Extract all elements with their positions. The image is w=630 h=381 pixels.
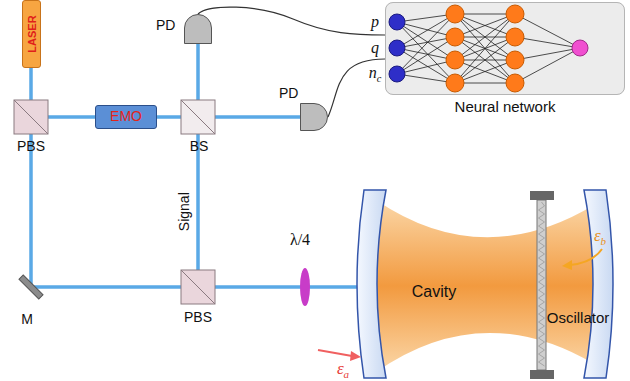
input-neurons (389, 14, 405, 82)
detector-outline (301, 104, 328, 131)
component-label: PBS (184, 310, 212, 325)
component-label: M (21, 312, 33, 327)
network-weights (397, 14, 580, 83)
detector-outline (185, 15, 212, 44)
drive-label: εb (594, 227, 606, 248)
mirror (19, 275, 43, 299)
component-label: λ/4 (290, 231, 310, 249)
bs-cube (181, 100, 215, 134)
component-label: PBS (17, 139, 45, 154)
component-label: BS (190, 139, 209, 154)
node-label: LASER (25, 15, 37, 52)
detector-dome (184, 14, 212, 44)
emo-modulator: EMO (95, 105, 157, 129)
drive-arrow (318, 350, 352, 356)
drive-arrow (570, 249, 602, 265)
region-label: Cavity (412, 283, 456, 301)
output-neuron (572, 40, 588, 56)
membrane-oscillator (537, 200, 546, 370)
membrane-texture (539, 202, 545, 366)
photodetector: PD (300, 103, 328, 131)
neural-network-box: Neural network (385, 2, 625, 95)
component-label: Oscillator (547, 310, 610, 327)
signal-wire (198, 7, 385, 35)
cavity-mirror (584, 190, 613, 378)
membrane-clamp (530, 191, 554, 200)
laser-source: LASER (22, 0, 41, 68)
subscript: b (601, 235, 607, 247)
quarter-wave-plate (300, 268, 310, 306)
input-label: nc (369, 64, 382, 85)
detector-label: PD (156, 18, 175, 33)
cavity-mirror (357, 190, 386, 378)
node-label: Neural network (455, 99, 556, 116)
input-label: q (371, 39, 379, 57)
subscript: a (344, 368, 350, 380)
network-panel (385, 2, 625, 95)
membrane-clamp (530, 370, 554, 379)
input-label: p (371, 13, 379, 31)
pbs-cube (181, 270, 215, 304)
detector-label: PD (279, 86, 298, 101)
arrow-head (562, 260, 572, 270)
pbs-cube (14, 100, 48, 134)
hidden-neurons (446, 5, 524, 92)
drive-label: εa (337, 360, 349, 381)
cavity-field (376, 200, 594, 372)
subscript: c (377, 73, 382, 84)
detector-dome (300, 103, 328, 131)
signal-wire (328, 59, 385, 117)
arrow-head (350, 351, 361, 361)
node-label: EMO (110, 109, 142, 124)
photodetector: PD (184, 14, 212, 44)
beam-label: Signal (176, 193, 191, 232)
laser-beam (31, 44, 378, 287)
